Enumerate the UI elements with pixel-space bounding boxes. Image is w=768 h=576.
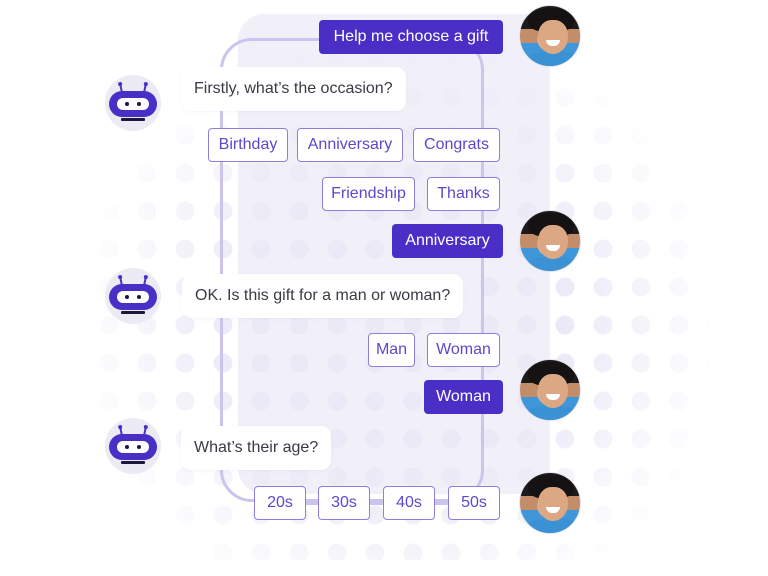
- options-connector: [306, 502, 318, 505]
- user-avatar: [519, 359, 581, 421]
- user-message-anniversary: Anniversary: [392, 224, 503, 258]
- option-20s[interactable]: 20s: [254, 486, 306, 520]
- user-avatar: [519, 472, 581, 534]
- bot-message-age: What’s their age?: [181, 426, 332, 470]
- option-woman[interactable]: Woman: [427, 333, 500, 367]
- options-connector: [370, 502, 384, 505]
- option-birthday[interactable]: Birthday: [208, 128, 288, 162]
- option-30s[interactable]: 30s: [318, 486, 370, 520]
- bot-message-occasion: Firstly, what’s the occasion?: [181, 67, 406, 111]
- bot-avatar: [105, 268, 161, 324]
- option-friendship[interactable]: Friendship: [322, 177, 415, 211]
- option-50s[interactable]: 50s: [448, 486, 500, 520]
- option-man[interactable]: Man: [368, 333, 415, 367]
- option-40s[interactable]: 40s: [383, 486, 435, 520]
- robot-icon: [109, 426, 157, 465]
- option-thanks[interactable]: Thanks: [427, 177, 500, 211]
- user-avatar: [519, 210, 581, 272]
- options-connector: [435, 502, 449, 505]
- option-congrats[interactable]: Congrats: [413, 128, 500, 162]
- user-avatar: [519, 5, 581, 67]
- bot-message-gender: OK. Is this gift for a man or woman?: [182, 274, 464, 318]
- bot-avatar: [105, 418, 161, 474]
- robot-icon: [109, 276, 157, 315]
- user-message-woman: Woman: [424, 380, 503, 414]
- bot-avatar: [105, 75, 161, 131]
- user-message-help: Help me choose a gift: [319, 20, 503, 54]
- robot-icon: [109, 83, 157, 122]
- option-anniversary[interactable]: Anniversary: [297, 128, 403, 162]
